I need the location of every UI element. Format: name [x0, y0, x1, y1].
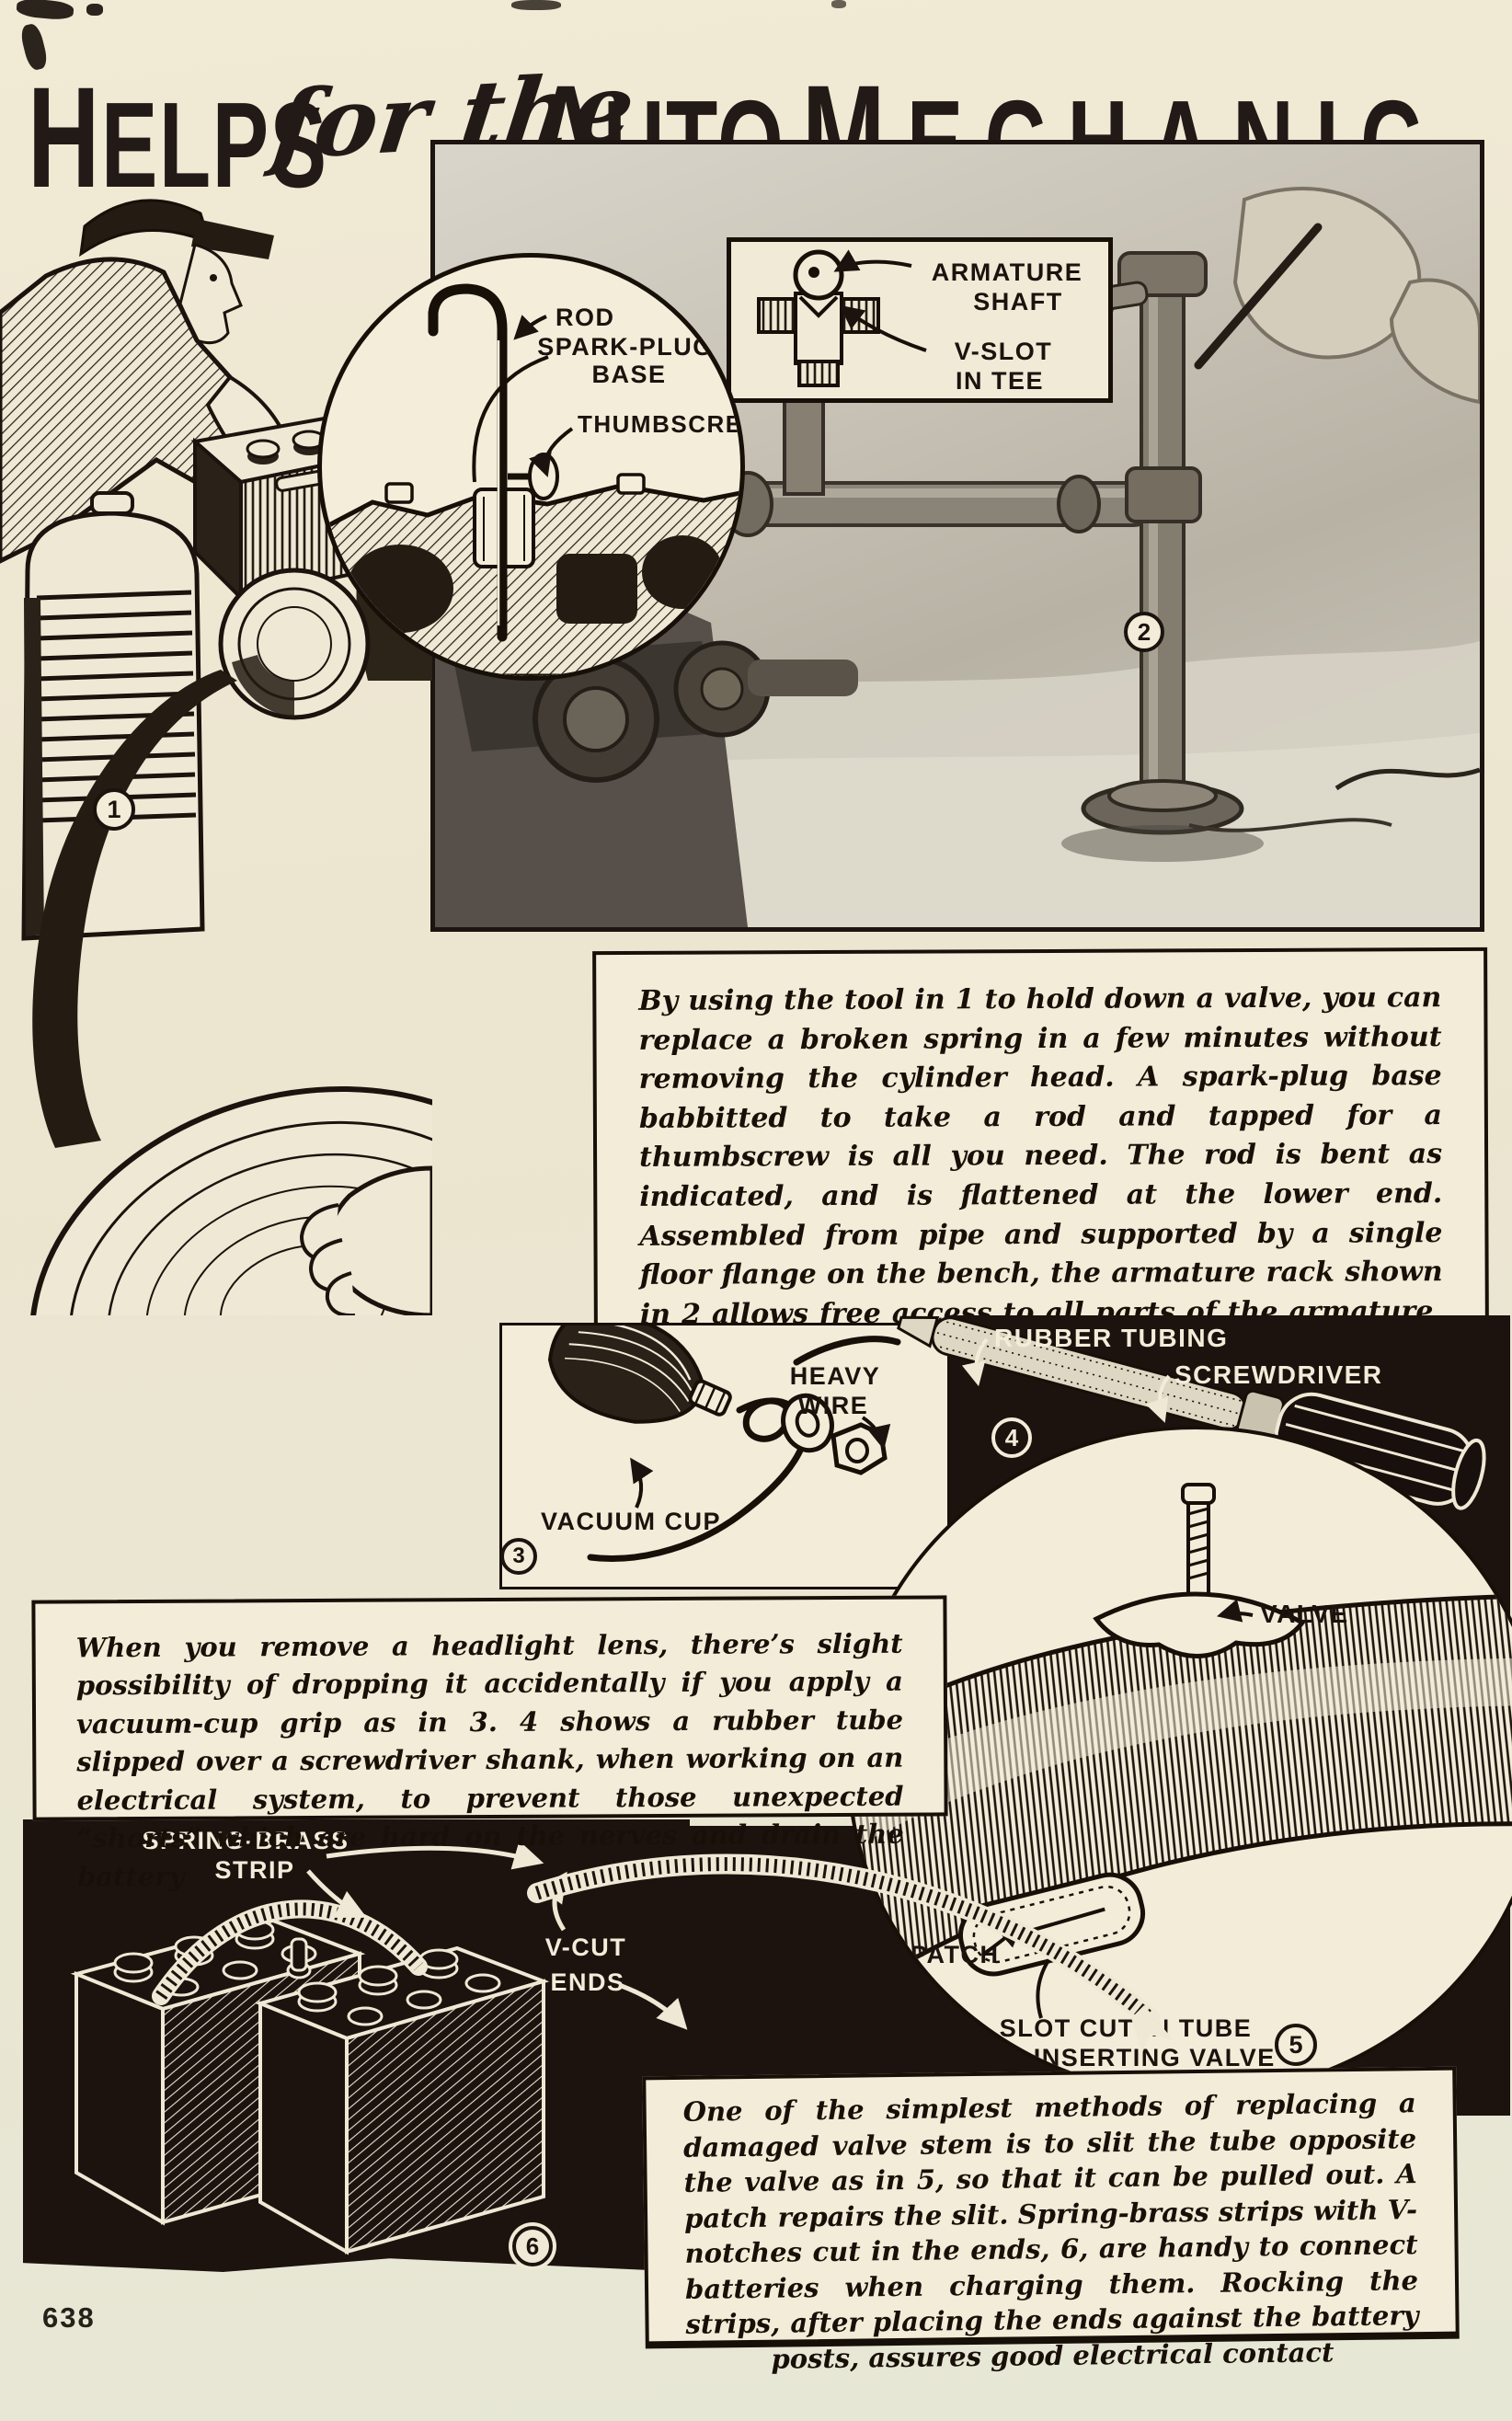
fig2-label-shaft: SHAFT	[973, 288, 1063, 316]
fig3-label-wire: WIRE	[798, 1392, 869, 1419]
fig2-label-vslot: V-SLOT	[955, 338, 1053, 365]
paper-tear-mark	[831, 0, 846, 8]
fig5-label-slot-line1: SLOT CUT IN TUBE	[1000, 2014, 1253, 2042]
fig3-panel: HEAVY WIRE VACUUM CUP	[499, 1308, 950, 1589]
title-word-helps: HELPS	[28, 56, 328, 218]
fig1-label-thumbscrew: THUMBSCREW	[578, 410, 740, 438]
fig6-label-ends: ENDS	[550, 1968, 624, 1996]
fig2-label-armature: ARMATURE	[932, 258, 1082, 286]
fig1-label-rod: ROD	[556, 304, 615, 331]
fig6-label-spring-brass: SPRING-BRASS	[142, 1827, 349, 1854]
fig4-label-rubber-tubing: RUBBER TUBING	[994, 1324, 1228, 1352]
fig1-inset-circle: ROD SPARK-PLUG BASE THUMBSCREW	[317, 253, 745, 681]
fig5-label-patch: PATCH	[911, 1941, 1000, 1968]
caption-text-3: One of the simplest methods of replacing…	[682, 2087, 1419, 2375]
fig4-label-screwdriver: SCREWDRIVER	[1174, 1360, 1383, 1389]
figure-marker-4: 4	[991, 1417, 1032, 1458]
figure-marker-5: 5	[1275, 2024, 1317, 2066]
fig1-label-base: BASE	[591, 361, 666, 388]
caption-box-1: By using the tool in 1 to hold down a va…	[592, 947, 1489, 1447]
fig3-label-vacuum-cup: VACUUM CUP	[541, 1508, 721, 1535]
fig2-label-in-tee: IN TEE	[956, 367, 1044, 395]
figure-marker-6: 6	[512, 2226, 553, 2266]
caption-box-2: When you remove a headlight lens, there’…	[31, 1595, 948, 1892]
fig1-inset-drawing: ROD SPARK-PLUG BASE THUMBSCREW	[322, 283, 740, 676]
vacuum-cup-illustration: HEAVY WIRE VACUUM CUP	[541, 1308, 901, 1562]
fig5-label-valve: VALVE	[1260, 1600, 1349, 1628]
fig3-label-heavy: HEAVY	[790, 1362, 881, 1390]
figure-marker-3: 3	[500, 1538, 537, 1575]
fig6-label-strip: STRIP	[214, 1856, 294, 1884]
inner-tube-illustration: VALVE PATCH SLOT CUT IN TUBE FOR INSERTI…	[850, 1483, 1512, 2071]
page-number: 638	[42, 2301, 96, 2334]
paper-tear-mark	[86, 4, 103, 16]
paper-tear-mark	[511, 0, 561, 10]
screwdriver-illustration: RUBBER TUBING SCREWDRIVER	[897, 1315, 1486, 1510]
figure-marker-2: 2	[1124, 612, 1164, 652]
batteries-illustration: SPRING-BRASS STRIP V-CUT ENDS	[70, 1827, 688, 2255]
fig2-inset-box: ARMATURE SHAFT V-SLOT IN TEE	[727, 237, 1113, 403]
fig5-tube-circle: VALVE PATCH SLOT CUT IN TUBE FOR INSERTI…	[846, 1426, 1512, 2097]
armature-rack-illustration	[435, 187, 1482, 927]
caption-text-2: When you remove a headlight lens, there’…	[75, 1627, 904, 1893]
fig1-label-spark-plug: SPARK-PLUG	[537, 333, 714, 361]
figure-marker-1: 1	[93, 788, 135, 831]
caption-box-3: One of the simplest methods of replacing…	[642, 2066, 1460, 2375]
vcut-strip-illustration	[527, 1853, 1174, 2053]
fig2-inset-drawing: ARMATURE SHAFT V-SLOT IN TEE	[757, 249, 1082, 395]
fig6-label-vcut: V-CUT	[545, 1933, 627, 1961]
